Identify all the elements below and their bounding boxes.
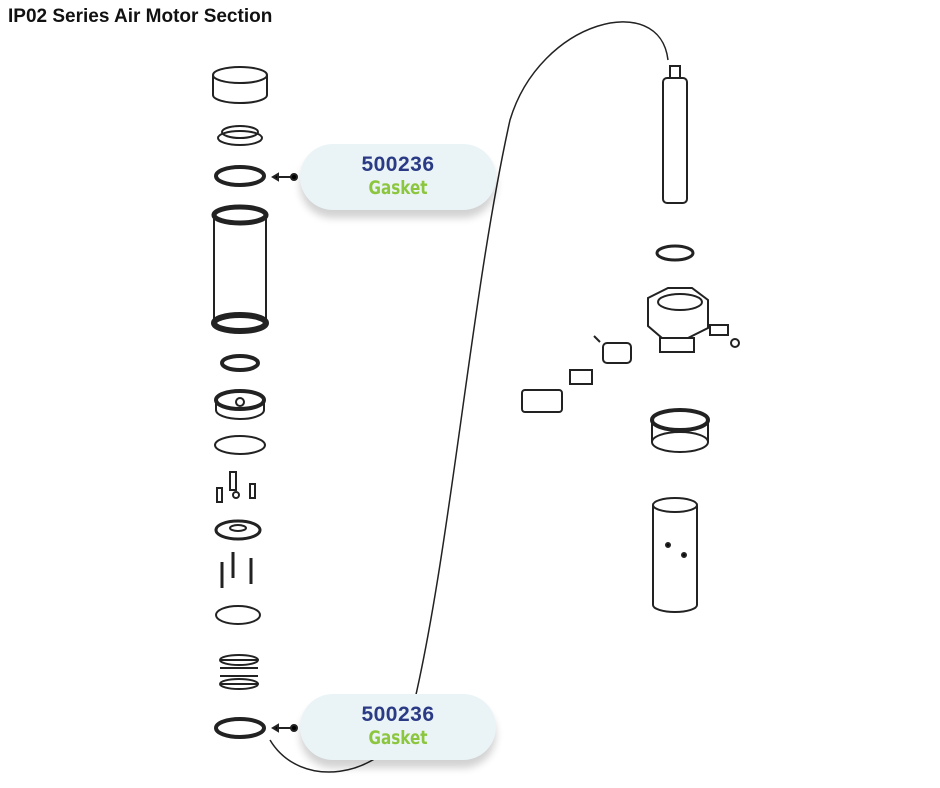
plate-part [214,519,262,541]
seal-part [217,125,263,146]
part-name: Gasket [368,727,428,749]
cap-part [212,66,268,104]
diagram-title: IP02 Series Air Motor Section [8,6,273,27]
bushing-part [650,408,710,453]
o-ring-part [214,435,266,455]
cylinder-part [211,204,269,334]
rod-gasket-part [655,244,695,262]
part-callout-gasket-top: 500236 Gasket [300,144,496,210]
callout-arrow-top [271,172,298,182]
washer-part [215,605,261,625]
gasket-bottom-part [214,717,266,739]
part-number: 500236 [361,703,435,726]
part-callout-gasket-bottom: 500236 Gasket [300,694,496,760]
gasket-top-part [214,165,266,187]
rod-part [662,65,688,204]
part-name: Gasket [368,177,428,199]
part-number: 500236 [361,153,435,176]
piston-part [214,389,266,420]
manifold-part [647,287,740,353]
callout-arrow-bottom [271,723,298,733]
pins-part [216,471,256,503]
sleeve-part [652,497,698,613]
bolts-part [220,552,253,588]
spring-part [219,654,259,690]
valve-part [521,335,632,413]
air-hose [269,21,669,773]
piston-seal-part [220,354,260,372]
